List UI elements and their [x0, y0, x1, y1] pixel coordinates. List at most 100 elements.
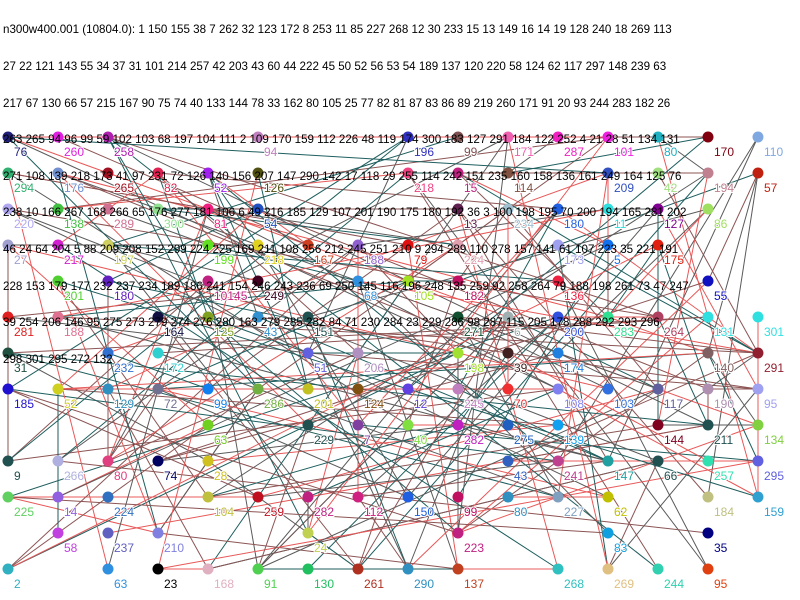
node-dot[interactable] — [252, 203, 264, 215]
node-dot[interactable] — [702, 527, 714, 539]
node-dot[interactable] — [702, 347, 714, 359]
node-dot[interactable] — [452, 275, 464, 287]
node-dot[interactable] — [202, 419, 214, 431]
node-dot[interactable] — [502, 347, 514, 359]
node-dot[interactable] — [102, 455, 114, 467]
node-dot[interactable] — [252, 239, 264, 251]
node-dot[interactable] — [102, 491, 114, 503]
node-dot[interactable] — [602, 311, 614, 323]
node-dot[interactable] — [452, 419, 464, 431]
node-dot[interactable] — [202, 383, 214, 395]
node-dot[interactable] — [402, 383, 414, 395]
node-dot[interactable] — [102, 275, 114, 287]
node-dot[interactable] — [652, 131, 664, 143]
node-dot[interactable] — [2, 239, 14, 251]
node-dot[interactable] — [102, 527, 114, 539]
node-dot[interactable] — [102, 563, 114, 575]
node-dot[interactable] — [652, 311, 664, 323]
node-dot[interactable] — [752, 455, 764, 467]
node-dot[interactable] — [452, 527, 464, 539]
node-dot[interactable] — [102, 203, 114, 215]
node-dot[interactable] — [452, 203, 464, 215]
node-dot[interactable] — [552, 455, 564, 467]
node-dot[interactable] — [2, 455, 14, 467]
node-dot[interactable] — [452, 491, 464, 503]
node-dot[interactable] — [52, 383, 64, 395]
node-dot[interactable] — [602, 203, 614, 215]
node-dot[interactable] — [552, 347, 564, 359]
node-dot[interactable] — [352, 419, 364, 431]
node-dot[interactable] — [402, 167, 414, 179]
node-dot[interactable] — [202, 491, 214, 503]
node-dot[interactable] — [652, 203, 664, 215]
node-dot[interactable] — [502, 491, 514, 503]
node-dot[interactable] — [552, 563, 564, 575]
node-dot[interactable] — [702, 131, 714, 143]
node-dot[interactable] — [302, 239, 314, 251]
node-dot[interactable] — [702, 563, 714, 575]
node-dot[interactable] — [152, 527, 164, 539]
node-dot[interactable] — [552, 383, 564, 395]
node-dot[interactable] — [502, 455, 514, 467]
node-dot[interactable] — [152, 563, 164, 575]
node-dot[interactable] — [752, 383, 764, 395]
node-dot[interactable] — [702, 311, 714, 323]
node-dot[interactable] — [152, 311, 164, 323]
node-dot[interactable] — [102, 347, 114, 359]
node-dot[interactable] — [702, 455, 714, 467]
node-dot[interactable] — [452, 239, 464, 251]
node-dot[interactable] — [52, 311, 64, 323]
node-dot[interactable] — [202, 563, 214, 575]
node-dot[interactable] — [702, 203, 714, 215]
node-dot[interactable] — [352, 347, 364, 359]
node-dot[interactable] — [52, 203, 64, 215]
node-dot[interactable] — [402, 239, 414, 251]
node-dot[interactable] — [552, 491, 564, 503]
node-dot[interactable] — [102, 383, 114, 395]
node-dot[interactable] — [52, 527, 64, 539]
node-dot[interactable] — [602, 491, 614, 503]
node-dot[interactable] — [402, 275, 414, 287]
node-dot[interactable] — [652, 419, 664, 431]
node-dot[interactable] — [152, 383, 164, 395]
node-dot[interactable] — [2, 311, 14, 323]
node-dot[interactable] — [702, 167, 714, 179]
node-dot[interactable] — [502, 167, 514, 179]
node-dot[interactable] — [402, 131, 414, 143]
node-dot[interactable] — [302, 311, 314, 323]
node-dot[interactable] — [2, 491, 14, 503]
node-dot[interactable] — [652, 383, 664, 395]
node-dot[interactable] — [102, 131, 114, 143]
node-dot[interactable] — [152, 167, 164, 179]
node-dot[interactable] — [252, 311, 264, 323]
node-dot[interactable] — [702, 275, 714, 287]
node-dot[interactable] — [52, 491, 64, 503]
node-dot[interactable] — [2, 563, 14, 575]
node-dot[interactable] — [302, 383, 314, 395]
node-dot[interactable] — [552, 131, 564, 143]
node-dot[interactable] — [552, 311, 564, 323]
node-dot[interactable] — [52, 131, 64, 143]
node-dot[interactable] — [352, 239, 364, 251]
node-dot[interactable] — [252, 383, 264, 395]
node-dot[interactable] — [402, 563, 414, 575]
node-dot[interactable] — [452, 167, 464, 179]
node-dot[interactable] — [452, 311, 464, 323]
node-dot[interactable] — [252, 563, 264, 575]
node-dot[interactable] — [252, 167, 264, 179]
node-dot[interactable] — [502, 383, 514, 395]
node-dot[interactable] — [302, 491, 314, 503]
node-dot[interactable] — [202, 167, 214, 179]
node-dot[interactable] — [102, 167, 114, 179]
node-dot[interactable] — [752, 347, 764, 359]
node-dot[interactable] — [2, 203, 14, 215]
node-dot[interactable] — [552, 239, 564, 251]
node-dot[interactable] — [552, 419, 564, 431]
node-dot[interactable] — [752, 311, 764, 323]
node-dot[interactable] — [702, 419, 714, 431]
node-dot[interactable] — [352, 491, 364, 503]
node-dot[interactable] — [752, 167, 764, 179]
node-dot[interactable] — [302, 527, 314, 539]
node-dot[interactable] — [752, 419, 764, 431]
node-dot[interactable] — [552, 275, 564, 287]
